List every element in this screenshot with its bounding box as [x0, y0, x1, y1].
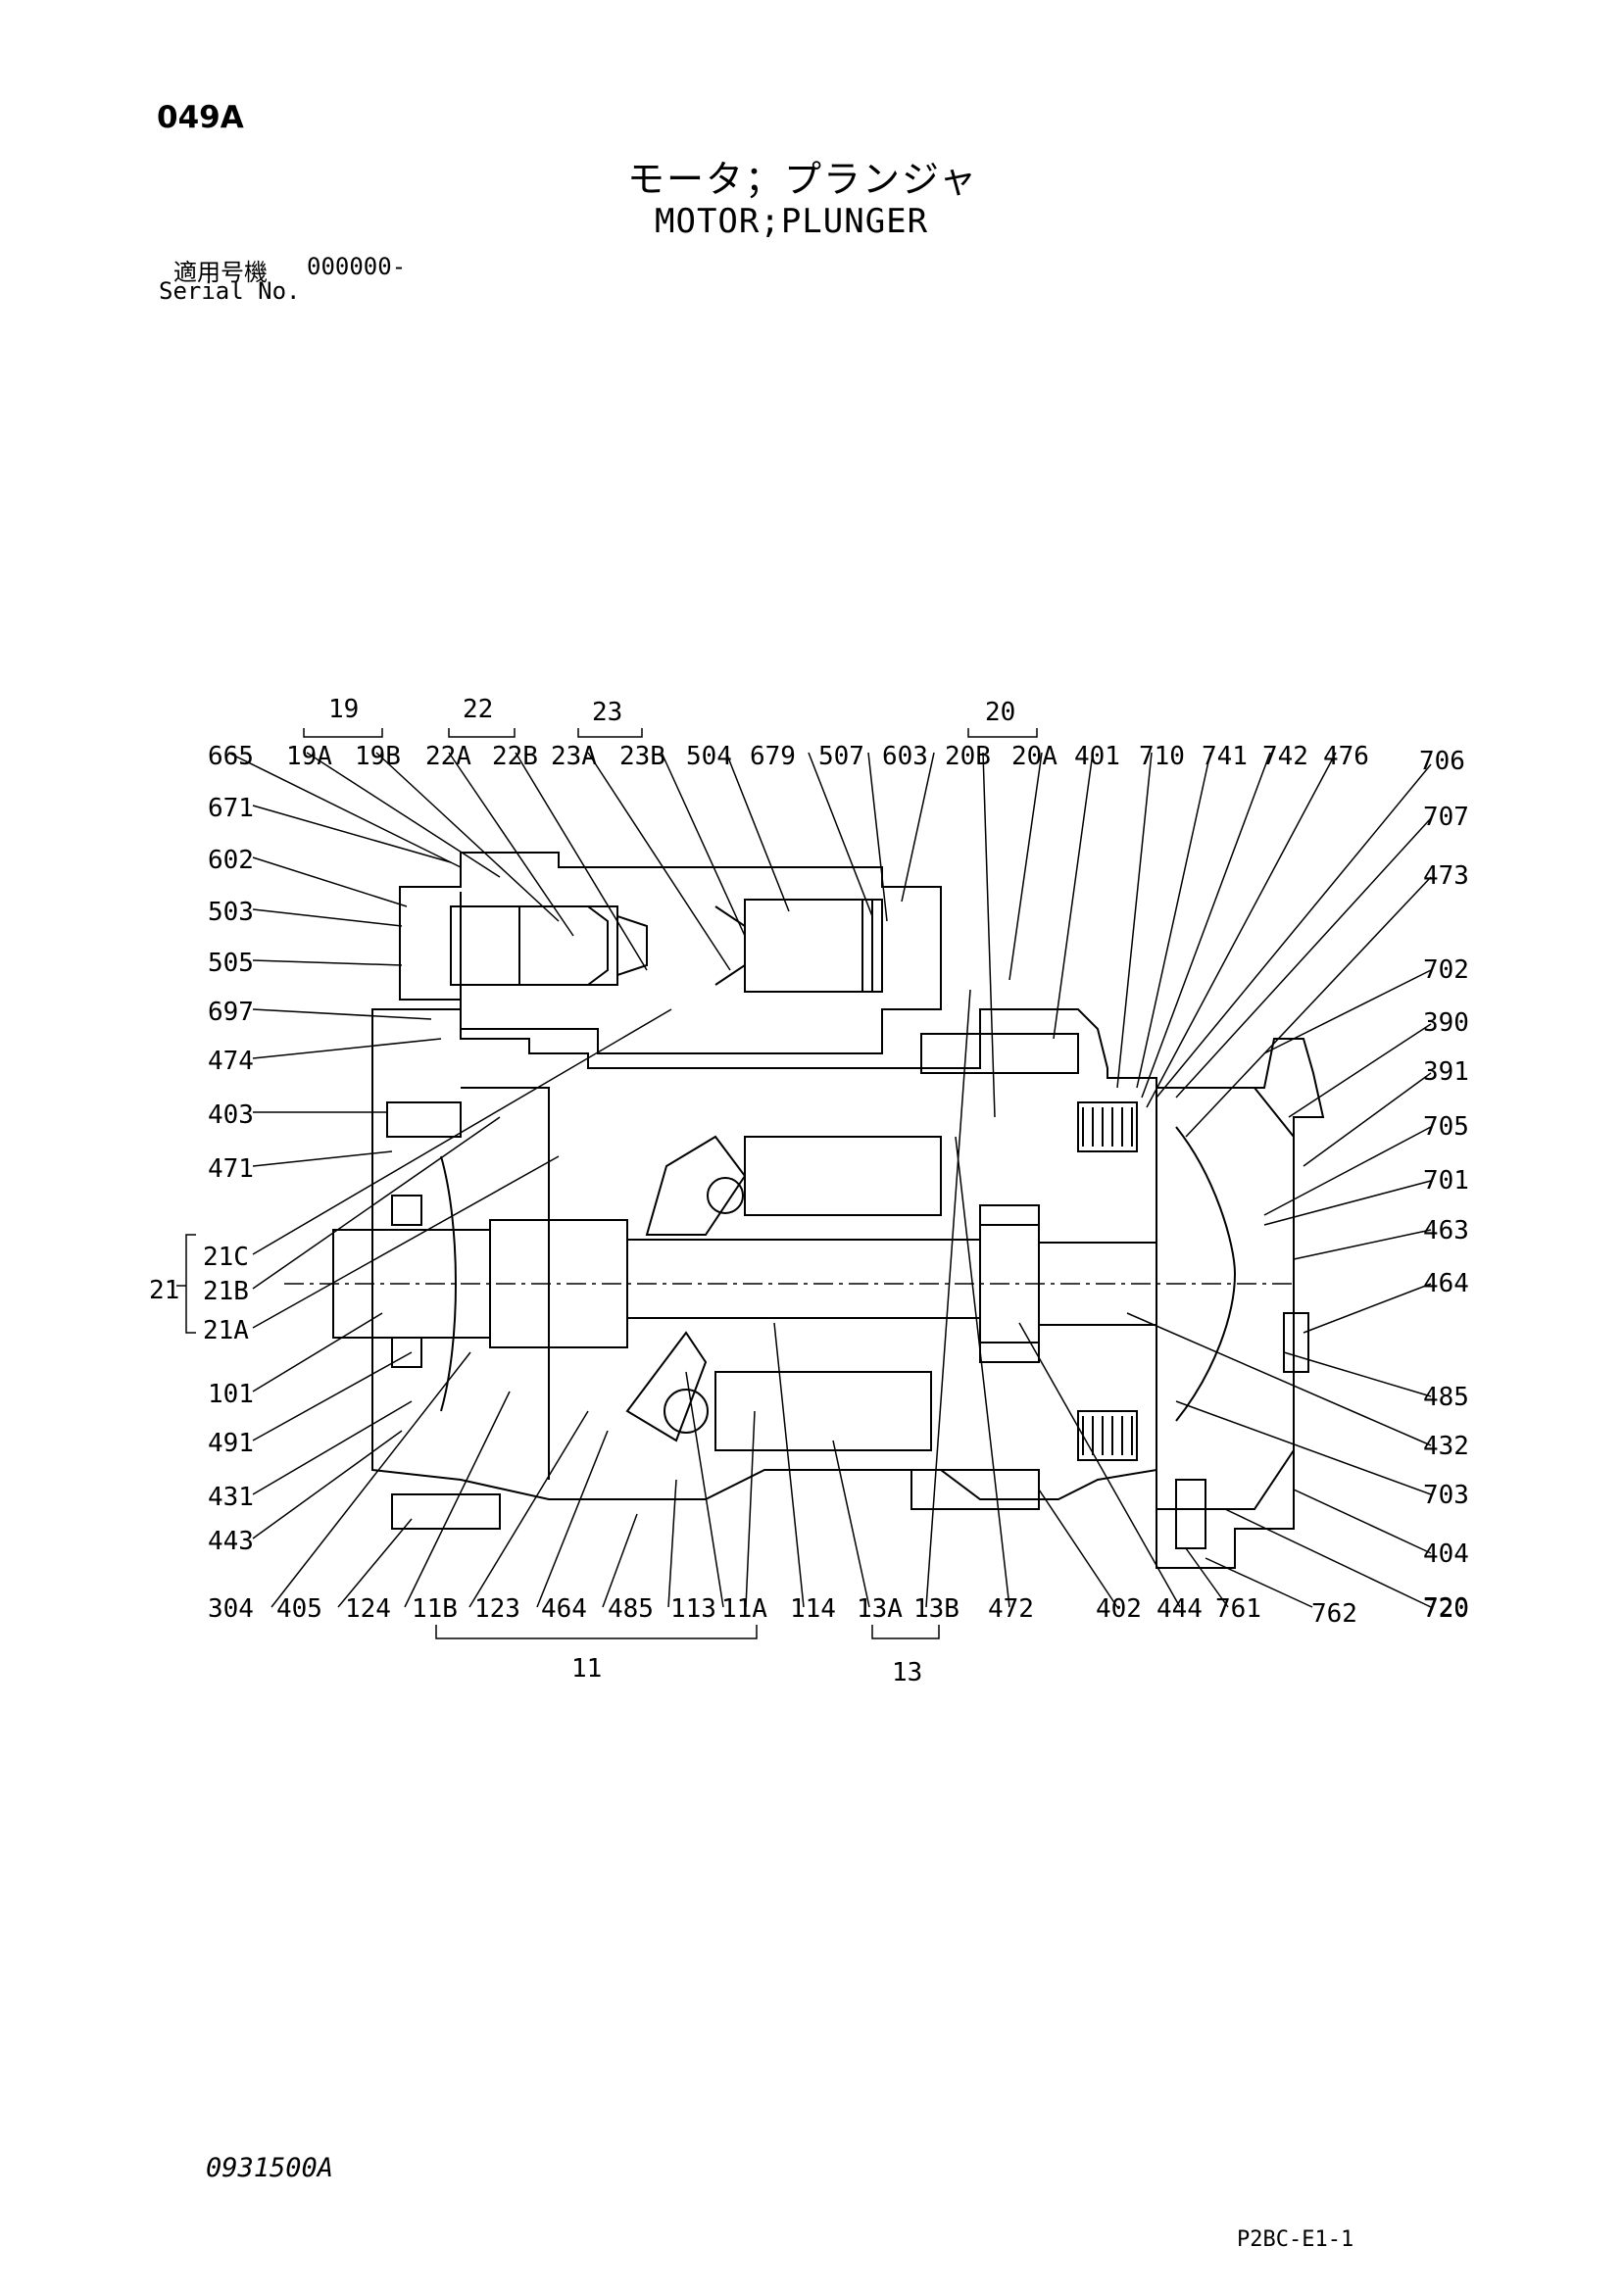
serial-value: 000000- [307, 253, 407, 280]
group-label-20: 20 [985, 698, 1015, 727]
bottom-label: 124 [345, 1594, 391, 1624]
bottom-label: 11B [412, 1594, 458, 1624]
left-label: 21B [203, 1277, 249, 1306]
right-label: 463 [1423, 1216, 1469, 1246]
right-label: 473 [1423, 861, 1469, 891]
group-brackets [176, 728, 1038, 1639]
bottom-label: 402 [1096, 1594, 1142, 1624]
bottom-label: 472 [988, 1594, 1034, 1624]
top-label: 401 [1074, 742, 1120, 771]
left-label: 474 [208, 1047, 254, 1076]
left-label: 101 [208, 1380, 254, 1409]
bottom-label: 761 [1215, 1594, 1261, 1624]
top-label: 706 [1419, 747, 1465, 776]
top-label: 23A [551, 742, 597, 771]
top-label: 19A [286, 742, 332, 771]
top-label: 504 [686, 742, 732, 771]
left-label: 21A [203, 1316, 249, 1345]
right-label: 432 [1423, 1432, 1469, 1461]
title-japanese: モータ；プランジャ [627, 158, 979, 201]
bottom-label: 114 [790, 1594, 836, 1624]
group-label-11: 11 [571, 1654, 602, 1684]
left-label: 503 [208, 898, 254, 927]
right-label: 390 [1423, 1008, 1469, 1038]
group-label-22: 22 [463, 695, 493, 724]
top-label: 742 [1262, 742, 1308, 771]
serial-label-japanese: 適用号機 [173, 259, 268, 286]
motor-cross-section-drawing [284, 852, 1325, 1569]
bottom-label: 405 [276, 1594, 322, 1624]
right-label: 703 [1423, 1481, 1469, 1510]
left-label: 671 [208, 794, 254, 823]
left-label: 431 [208, 1483, 254, 1512]
bottom-label: 444 [1156, 1594, 1203, 1624]
top-label: 507 [818, 742, 864, 771]
right-label: 720 [1423, 1593, 1469, 1623]
group-label-19: 19 [328, 695, 359, 724]
right-label: 701 [1423, 1166, 1469, 1196]
top-label: 22B [492, 742, 538, 771]
title-english: MOTOR;PLUNGER [655, 202, 929, 241]
right-label: 485 [1423, 1383, 1469, 1412]
top-label: 23B [619, 742, 665, 771]
bottom-label: 11A [721, 1594, 767, 1624]
bottom-label: 113 [670, 1594, 716, 1624]
left-label: 443 [208, 1527, 254, 1556]
part-labels: 19 22 23 20 21 11 13 665 19A 19B 22A 22B… [149, 695, 1469, 1687]
bottom-label: 464 [541, 1594, 587, 1624]
right-label: 391 [1423, 1057, 1469, 1087]
right-label: 702 [1423, 955, 1469, 985]
top-label: 20B [945, 742, 991, 771]
top-label: 19B [355, 742, 401, 771]
group-label-23: 23 [592, 698, 622, 727]
group-label-21: 21 [149, 1276, 179, 1305]
leader-lines [227, 752, 1432, 1608]
top-label: 20A [1011, 742, 1057, 771]
serial-label-english: Serial No. [159, 277, 301, 305]
drawing-number: 0931500A [206, 2153, 334, 2183]
top-label: 22A [425, 742, 471, 771]
left-label: 697 [208, 998, 254, 1027]
left-label: 505 [208, 949, 254, 978]
top-label: 665 [208, 742, 254, 771]
bottom-label: 720 [1423, 1594, 1469, 1624]
right-label: 707 [1423, 803, 1469, 832]
right-label: 464 [1423, 1269, 1469, 1298]
top-label: 603 [882, 742, 928, 771]
left-label: 491 [208, 1429, 254, 1458]
bottom-label: 762 [1311, 1599, 1357, 1629]
left-label: 21C [203, 1243, 249, 1272]
bottom-label: 13B [913, 1594, 959, 1624]
bottom-label: 123 [474, 1594, 520, 1624]
top-label: 679 [750, 742, 796, 771]
top-label: 476 [1323, 742, 1369, 771]
right-label: 705 [1423, 1112, 1469, 1142]
page-code: 049A [157, 100, 244, 135]
bottom-label: 304 [208, 1594, 254, 1624]
sheet-code: P2BC-E1-1 [1237, 2227, 1354, 2252]
bottom-label: 13A [857, 1594, 903, 1624]
left-label: 471 [208, 1154, 254, 1184]
group-label-13: 13 [892, 1658, 922, 1687]
right-label: 404 [1423, 1539, 1469, 1569]
left-label: 602 [208, 846, 254, 875]
top-label: 741 [1202, 742, 1248, 771]
top-label: 710 [1139, 742, 1185, 771]
bottom-label: 485 [608, 1594, 654, 1624]
left-label: 403 [208, 1100, 254, 1130]
